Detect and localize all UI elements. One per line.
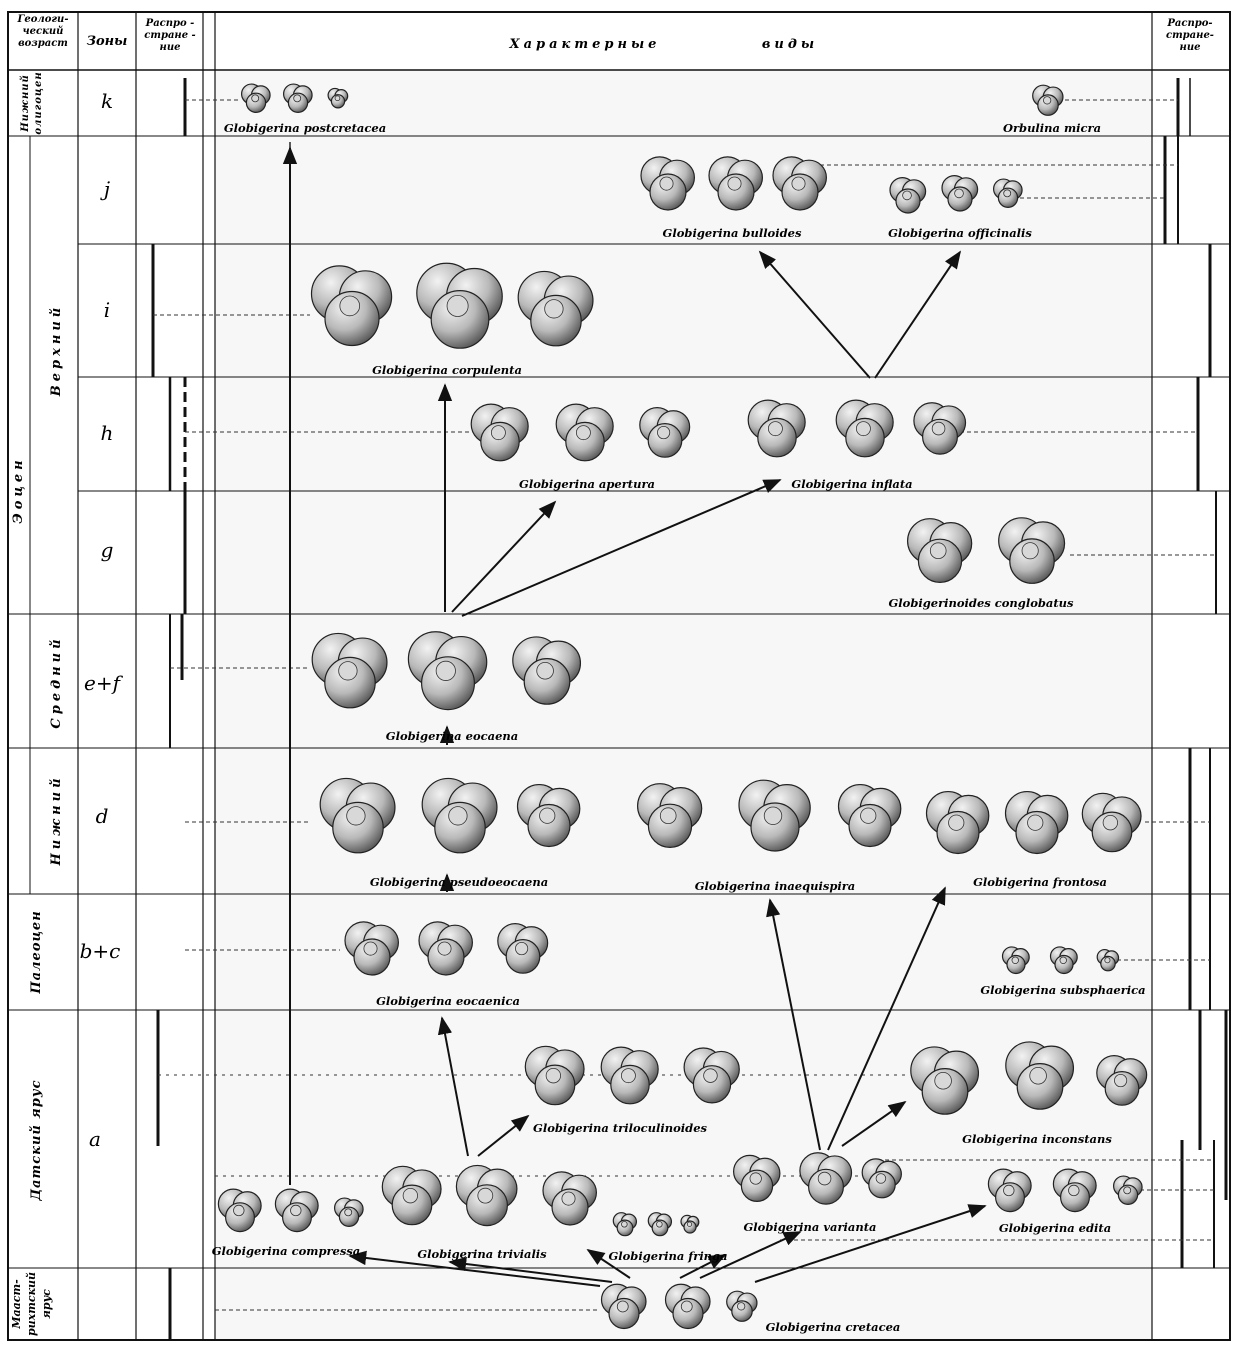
label-officinalis: Globigerina officinalis xyxy=(888,226,1032,240)
label-eocaena: Globigerina eocaena xyxy=(386,729,518,743)
label-corpulenta: Globigerina corpulenta xyxy=(372,363,522,377)
header-distribution-right-1: Распро- xyxy=(1166,18,1212,29)
label-inaequispira: Globigerina inaequispira xyxy=(695,879,856,893)
age-lower-oligocene-2: олигоцен xyxy=(33,71,44,134)
label-compressa: Globigerina compressa xyxy=(212,1244,361,1258)
age-labels: Нижний олигоцен Верхний Эоцен Средний Ни… xyxy=(10,71,64,1336)
zone-i: i xyxy=(104,298,110,322)
age-lower-oligocene-1: Нижний xyxy=(20,74,31,133)
zone-g: g xyxy=(101,538,114,562)
table-header: Геологи- ческий возраст Зоны Распро - ст… xyxy=(17,14,1214,53)
label-subsphaerica: Globigerina subsphaerica xyxy=(980,983,1145,997)
label-edita: Globigerina edita xyxy=(999,1221,1111,1235)
zone-ef: e+f xyxy=(84,671,124,695)
label-apertura: Globigerina apertura xyxy=(519,477,655,491)
label-conglobatus: Globigerinoides conglobatus xyxy=(888,596,1074,610)
header-distribution-left-2: стране - xyxy=(144,30,195,41)
label-triloculinoides: Globigerina triloculinoides xyxy=(533,1121,708,1135)
label-micra: Orbulina micra xyxy=(1003,121,1101,135)
label-inconstans: Globigerina inconstans xyxy=(962,1132,1112,1146)
label-varianta: Globigerina varianta xyxy=(743,1220,876,1234)
zone-labels: k j i h g e+f d b+c a xyxy=(80,89,124,1151)
zone-k: k xyxy=(101,89,113,113)
header-geo-age-1: Геологи- xyxy=(17,14,69,25)
label-eocaenica: Globigerina eocaenica xyxy=(376,994,520,1008)
age-lower: Нижний xyxy=(49,774,64,866)
age-middle: Средний xyxy=(49,635,64,728)
label-frontosa: Globigerina frontosa xyxy=(973,875,1107,889)
label-inflata: Globigerina inflata xyxy=(791,477,912,491)
header-distribution-left-3: ние xyxy=(160,42,181,53)
age-maastrichtian-1: Мааст- xyxy=(10,1279,23,1330)
header-geo-age-2: ческий xyxy=(23,26,64,37)
header-distribution-left-1: Распро - xyxy=(145,18,195,29)
label-pseudoeocaena: Globigerina pseudoeocaena xyxy=(370,875,548,889)
header-geo-age-3: возраст xyxy=(18,38,68,49)
zone-h: h xyxy=(101,421,114,445)
age-danian: Датский ярус xyxy=(29,1079,44,1201)
zone-d: d xyxy=(96,804,109,828)
label-postcretacea: Globigerina postcretacea xyxy=(224,121,386,135)
age-upper: Верхний xyxy=(49,304,64,397)
distribution-left xyxy=(153,78,185,1340)
distribution-right xyxy=(1165,78,1226,1268)
age-paleocene: Палеоцен xyxy=(29,910,44,994)
header-distribution-right-2: стране- xyxy=(1166,30,1214,41)
age-eocene: Эоцен xyxy=(11,456,26,523)
label-cretacea: Globigerina cretacea xyxy=(766,1320,901,1334)
age-maastrichtian-2: рихтский xyxy=(25,1272,38,1336)
header-distribution-right-3: ние xyxy=(1180,42,1201,53)
age-maastrichtian-3: ярус xyxy=(40,1289,53,1319)
label-fringa: Globigerina fringa xyxy=(608,1249,727,1263)
header-characteristic: Характерные xyxy=(509,37,661,52)
label-trivialis: Globigerina trivialis xyxy=(417,1247,547,1261)
header-species: виды xyxy=(762,37,818,52)
zone-j: j xyxy=(100,177,110,201)
zone-bc: b+c xyxy=(80,939,121,963)
header-zones: Зоны xyxy=(87,34,128,49)
label-bulloides: Globigerina bulloides xyxy=(663,226,802,240)
zone-a: a xyxy=(89,1127,101,1151)
